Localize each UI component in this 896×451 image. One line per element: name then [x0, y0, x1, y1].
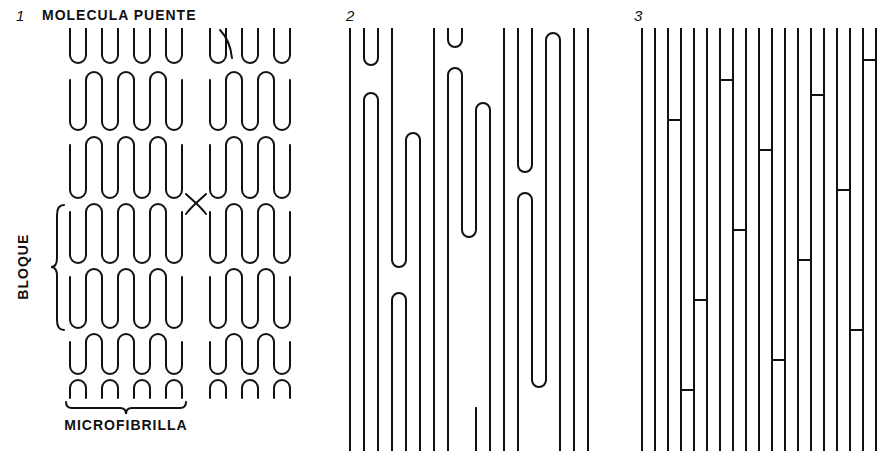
fold-end	[210, 380, 290, 398]
folded-chain	[210, 72, 290, 130]
folded-chain	[70, 137, 182, 198]
extended-chain	[475, 408, 477, 451]
extended-chain	[518, 33, 560, 451]
folded-chain	[70, 28, 182, 63]
leader-line	[220, 30, 232, 58]
extended-chain	[448, 68, 490, 451]
extended-chain	[573, 28, 575, 451]
folded-chain	[210, 28, 290, 63]
folded-chain	[210, 269, 290, 328]
extended-chain	[364, 28, 378, 65]
microfibril-bracket	[66, 402, 186, 414]
extended-chain	[349, 28, 351, 451]
bridge-molecule	[186, 194, 206, 214]
folded-chain	[70, 334, 182, 374]
extended-chain	[448, 28, 462, 47]
extended-chain	[392, 28, 420, 451]
folded-chain	[210, 137, 290, 198]
block-bracket	[51, 205, 64, 330]
panel-number: 3	[632, 8, 644, 25]
extended-chain	[642, 28, 876, 451]
extended-chain	[364, 93, 378, 451]
panel-number: 1	[14, 8, 26, 25]
polymer-chains	[70, 28, 876, 451]
part-label: MICROFIBRILLA	[62, 418, 189, 433]
part-label: MOLECULA PUENTE	[40, 8, 198, 23]
fold-end	[70, 380, 182, 398]
folded-chain	[210, 204, 290, 263]
folded-chain	[70, 204, 182, 263]
panel-number: 2	[344, 8, 356, 25]
folded-chain	[70, 72, 182, 130]
extended-chain	[503, 28, 505, 451]
folded-chain	[210, 334, 290, 374]
crosslink	[668, 60, 876, 390]
extended-chain	[433, 28, 435, 451]
extended-chain	[392, 293, 406, 451]
extended-chain	[518, 28, 532, 172]
part-label: BLOQUE	[16, 232, 31, 302]
bridge-molecule	[186, 194, 206, 214]
extended-chain	[587, 28, 589, 451]
folded-chain	[70, 269, 182, 328]
